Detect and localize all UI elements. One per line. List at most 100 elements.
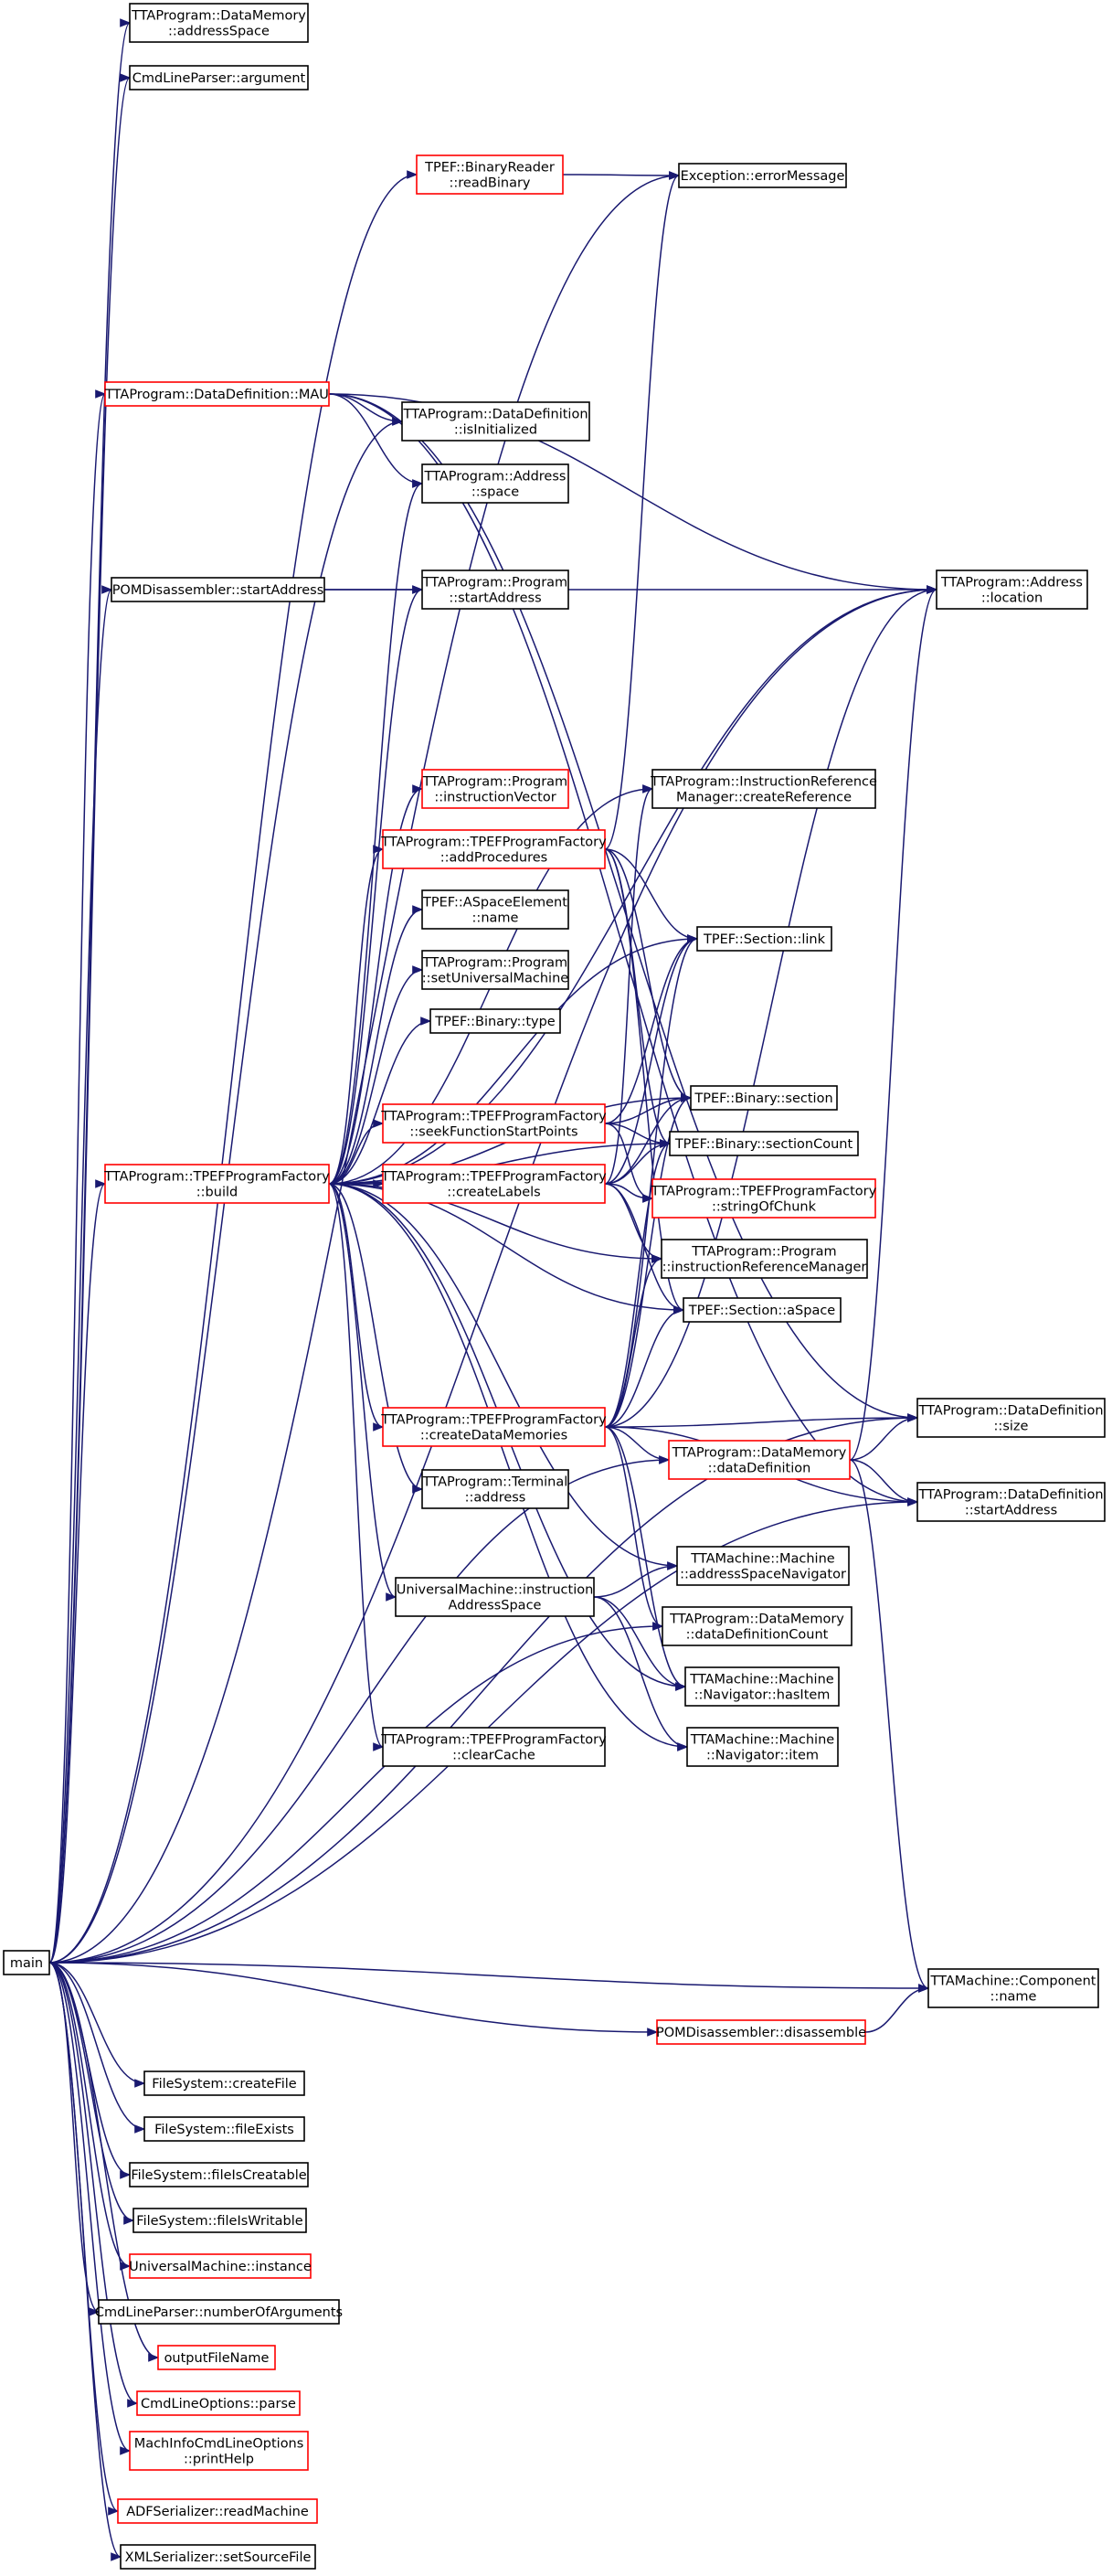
node-sec-aspace[interactable]: TPEF::Section::aSpace — [683, 1297, 842, 1323]
node-fs-createfile[interactable]: FileSystem::createFile — [143, 2070, 305, 2096]
node-dm-ddcount[interactable]: TTAProgram::DataMemory::dataDefinitionCo… — [662, 1606, 853, 1646]
node-ex-errormessage[interactable]: Exception::errorMessage — [678, 163, 847, 188]
node-label: TTAProgram::Address — [940, 576, 1083, 591]
node-box — [3, 1950, 50, 1975]
node-prog-irm[interactable]: TTAProgram::Program::instructionReferenc… — [661, 1239, 868, 1279]
node-mico-printhelp[interactable]: MachInfoCmdLineOptions::printHelp — [129, 2431, 309, 2471]
node-dm-addressspace[interactable]: TTAProgram::DataMemory::addressSpace — [129, 3, 309, 43]
node-tpf-addprocedures[interactable]: TTAProgram::TPEFProgramFactory::addProce… — [380, 829, 607, 869]
edge-tpf-addprocedures-to-sec-aspace — [604, 848, 685, 1315]
node-prog-setuniversalmachine[interactable]: TTAProgram::Program::setUniversalMachine — [421, 950, 569, 990]
node-nav-item[interactable]: TTAMachine::Machine::Navigator::item — [686, 1727, 839, 1767]
node-box — [696, 926, 832, 952]
node-box — [669, 1131, 859, 1156]
node-label: TTAProgram::InstructionReference — [650, 775, 877, 790]
function-nodes: main TTAProgram::DataMemory::addressSpace… — [3, 3, 1106, 2570]
node-box — [416, 154, 564, 195]
node-label: ::name — [472, 911, 519, 926]
node-bin-section[interactable]: TPEF::Binary::section — [690, 1085, 838, 1111]
node-comp-name[interactable]: TTAMachine::Component::name — [927, 1968, 1099, 2008]
edge-tpf-createdatamemories-to-dm-datadefinition — [604, 1426, 671, 1464]
node-label: outputFileName — [164, 2351, 270, 2366]
node-dd-isinitialized[interactable]: TTAProgram::DataDefinition::isInitialize… — [401, 401, 590, 442]
edge-main-to-fs-createfile — [48, 1962, 146, 2088]
node-prog-startaddress[interactable]: TTAProgram::Program::startAddress — [421, 569, 569, 610]
edge-tpf-createdatamemories-to-prog-irm — [604, 1254, 663, 1428]
node-label: TTAProgram::Terminal — [422, 1475, 567, 1490]
edge-tpf-build-to-prog-startaddress — [328, 585, 424, 1185]
node-tpf-build[interactable]: TTAProgram::TPEFProgramFactory::build — [103, 1164, 330, 1204]
edge-tpf-build-to-bin-type — [328, 1017, 432, 1185]
node-um-ias[interactable]: UniversalMachine::instructionAddressSpac… — [395, 1577, 595, 1617]
edge-dd-mau-to-addr-space — [328, 393, 424, 488]
node-clp-argument[interactable]: CmdLineParser::argument — [129, 65, 309, 90]
node-br-readbinary[interactable]: TPEF::BinaryReader::readBinary — [416, 154, 564, 195]
node-dd-size[interactable]: TTAProgram::DataDefinition::size — [916, 1398, 1106, 1438]
node-tpf-createdatamemories[interactable]: TTAProgram::TPEFProgramFactory::createDa… — [380, 1407, 607, 1447]
node-box — [120, 2544, 316, 2570]
node-clp-numberofarguments[interactable]: CmdLineParser::numberOfArguments — [95, 2299, 343, 2325]
node-label: TPEF::Binary::section — [694, 1091, 832, 1106]
edge-tpf-seekfunctionstartpoints-to-bin-sectioncount — [604, 1123, 672, 1148]
node-tpf-clearcache[interactable]: TTAProgram::TPEFProgramFactory::clearCac… — [380, 1727, 607, 1767]
node-adf-readmachine[interactable]: ADFSerializer::readMachine — [117, 2498, 318, 2524]
node-sec-link[interactable]: TPEF::Section::link — [696, 926, 832, 952]
node-label: ::startAddress — [449, 591, 541, 606]
node-addr-location[interactable]: TTAProgram::Address::location — [936, 569, 1088, 610]
node-label: CmdLineParser::numberOfArguments — [95, 2305, 343, 2320]
node-label: TPEF::ASpaceElement — [422, 896, 567, 910]
node-fs-fileiswritable[interactable]: FileSystem::fileIsWritable — [132, 2208, 307, 2233]
node-fs-fileiscreatable[interactable]: FileSystem::fileIsCreatable — [129, 2162, 309, 2187]
node-label: TTAMachine::Machine — [690, 1552, 834, 1567]
edge-tpf-createlabels-to-sec-link — [604, 934, 699, 1185]
node-tpf-createlabels[interactable]: TTAProgram::TPEFProgramFactory::createLa… — [380, 1164, 607, 1204]
edge-br-readbinary-to-ex-errormessage — [562, 171, 681, 180]
node-pom-startaddress[interactable]: POMDisassembler::startAddress — [111, 577, 325, 602]
edge-tpf-createdatamemories-to-bin-section — [604, 1093, 693, 1428]
node-label: ::Navigator::hasItem — [694, 1688, 831, 1703]
node-mach-asn[interactable]: TTAMachine::Machine::addressSpaceNavigat… — [676, 1546, 850, 1586]
node-main[interactable]: main — [3, 1950, 50, 1975]
node-box — [421, 769, 569, 809]
node-box — [111, 577, 325, 602]
node-addr-space[interactable]: TTAProgram::Address::space — [421, 463, 569, 504]
edge-dm-datadefinition-to-addr-location — [849, 585, 938, 1461]
node-nav-hasitem[interactable]: TTAMachine::Machine::Navigator::hasItem — [684, 1666, 840, 1707]
edge-tpf-build-to-tpf-createdatamemories — [328, 1183, 385, 1432]
edge-tpf-createdatamemories-to-nav-hasitem — [604, 1426, 687, 1691]
edge-tpf-seekfunctionstartpoints-to-sec-link — [604, 934, 699, 1124]
node-outputfilename[interactable]: outputFileName — [157, 2345, 276, 2370]
node-irm-createreference[interactable]: TTAProgram::InstructionReferenceManager:… — [650, 769, 877, 809]
node-clo-parse[interactable]: CmdLineOptions::parse — [136, 2390, 301, 2416]
node-label: TTAProgram::TPEFProgramFactory — [380, 1110, 607, 1124]
node-dd-startaddress[interactable]: TTAProgram::DataDefinition::startAddress — [916, 1482, 1106, 1522]
node-dm-datadefinition[interactable]: TTAProgram::DataMemory::dataDefinition — [668, 1440, 851, 1480]
node-prog-instructionvector[interactable]: TTAProgram::Program::instructionVector — [421, 769, 569, 809]
node-box — [382, 1727, 606, 1767]
node-fs-fileexists[interactable]: FileSystem::fileExists — [143, 2116, 305, 2142]
node-label: TTAProgram::DataDefinition — [402, 408, 588, 422]
node-bin-sectioncount[interactable]: TPEF::Binary::sectionCount — [669, 1131, 859, 1156]
edge-dd-mau-to-dd-startaddress — [328, 393, 919, 1506]
node-ase-name[interactable]: TPEF::ASpaceElement::name — [421, 889, 569, 930]
node-tpf-seekfunctionstartpoints[interactable]: TTAProgram::TPEFProgramFactory::seekFunc… — [380, 1103, 607, 1144]
node-label: TTAProgram::TPEFProgramFactory — [651, 1185, 877, 1199]
node-term-address[interactable]: TTAProgram::Terminal::address — [421, 1469, 569, 1509]
edge-tpf-createdatamemories-to-dm-ddcount — [604, 1426, 664, 1631]
edge-main-to-mico-printhelp — [48, 1962, 132, 2455]
node-label: POMDisassembler::startAddress — [112, 583, 324, 598]
edge-tpf-build-to-tpf-seekfunctionstartpoints — [328, 1119, 385, 1185]
edge-tpf-createlabels-to-bin-section — [604, 1093, 693, 1185]
edge-um-ias-to-mach-asn — [593, 1561, 679, 1598]
node-dd-mau[interactable]: TTAProgram::DataDefinition::MAU — [104, 381, 330, 407]
node-xml-setsourcefile[interactable]: XMLSerializer::setSourceFile — [120, 2544, 316, 2570]
node-box — [382, 1103, 606, 1144]
node-label: ::address — [465, 1491, 526, 1506]
node-bin-type[interactable]: TPEF::Binary::type — [429, 1008, 561, 1034]
node-label: ::name — [990, 1990, 1037, 2005]
node-tpf-stringofchunk[interactable]: TTAProgram::TPEFProgramFactory::stringOf… — [651, 1178, 877, 1219]
node-pom-disassemble[interactable]: POMDisassembler::disassemble — [656, 2019, 866, 2045]
node-box — [421, 463, 569, 504]
node-box — [678, 163, 847, 188]
node-um-instance[interactable]: UniversalMachine::instance — [129, 2253, 312, 2279]
